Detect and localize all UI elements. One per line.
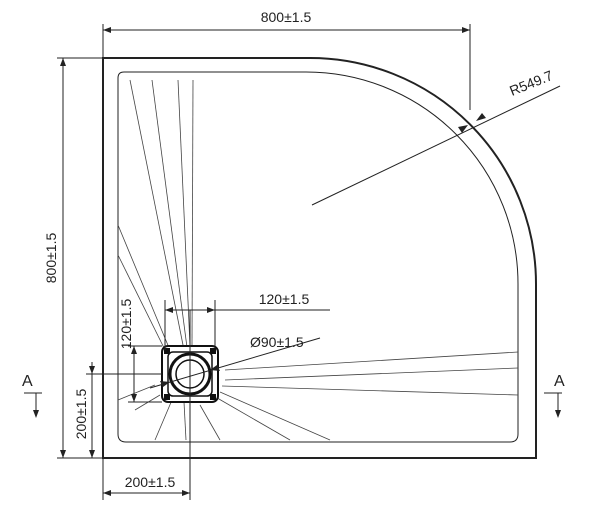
dim-left-height: 800±1.5	[43, 57, 103, 459]
radius-label: R549.7	[507, 67, 555, 99]
left-height-label: 800±1.5	[43, 233, 59, 284]
bottom-offset-label: 200±1.5	[73, 389, 89, 440]
tray-inner-outline	[117, 71, 519, 443]
section-marker-left: A	[22, 373, 42, 418]
drain-diameter-label: Ø90±1.5	[250, 334, 304, 350]
section-left-label: A	[22, 373, 33, 390]
drain-offset-x-label: 120±1.5	[259, 291, 310, 307]
dim-drain-diameter: Ø90±1.5	[149, 334, 321, 389]
section-marker-right: A	[544, 373, 565, 418]
top-width-label: 800±1.5	[261, 9, 312, 25]
dim-top-width: 800±1.5	[102, 9, 471, 110]
section-right-label: A	[554, 373, 565, 390]
drain-offset-y-label: 120±1.5	[118, 299, 134, 350]
tray-outer-outline	[102, 57, 537, 459]
dim-radius: R549.7	[311, 67, 561, 206]
dim-left-offset: 200±1.5	[102, 310, 191, 500]
left-offset-label: 200±1.5	[125, 474, 176, 490]
slope-lines	[117, 79, 519, 441]
dim-bottom-offset: 200±1.5	[73, 362, 162, 458]
dim-drain-offset-x: 120±1.5	[164, 291, 330, 350]
